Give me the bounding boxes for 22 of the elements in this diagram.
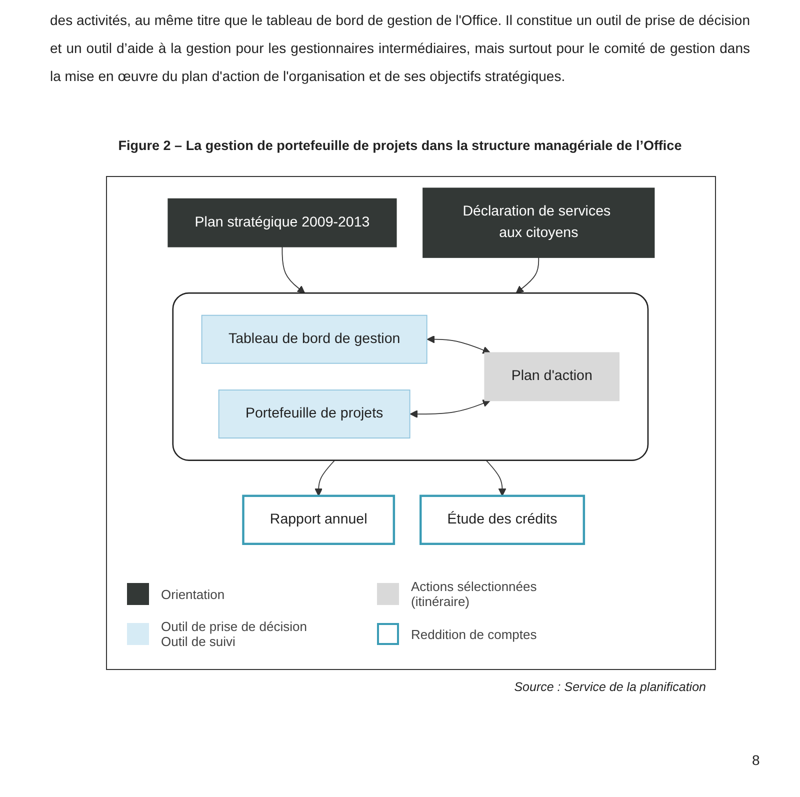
node-box: Rapport annuel [242,494,395,545]
legend-label: Actions sélectionnées (itinéraire) [411,579,538,609]
node-box: Portefeuille de projets [218,390,410,438]
arrow [426,335,490,354]
legend-label: Reddition de comptes [411,626,538,642]
node-box: Plan stratégique 2009-2013 [167,198,397,248]
arrow [516,257,539,294]
page-number: 8 [752,752,760,768]
legend-label: Orientation [161,586,226,602]
arrow [282,246,305,294]
legend-label: Outil de prise de décision Outil de suivi [161,619,308,649]
node-box: Étude des crédits [419,494,585,545]
body-paragraph: des activités, au même titre que le tableau de bord de gestion de l'Office. Il constitue un outil de prise de décision et un outil d’aide à la gestion pour les gestionnaires intermédiaires, mais surtout pour le comité de gestion dans la mise en œuvre du plan d'action de l'organisation et de ses objectifs stratégiques. [50,11,750,86]
arrow [410,400,490,418]
arrow [314,460,335,496]
node-box: Déclaration de services aux citoyens [422,188,655,258]
arrow [486,460,506,496]
figure-title: Figure 2 – La gestion de portefeuille de projets dans la structure managériale de l’Office [117,138,683,153]
node-box: Plan d'action [484,352,620,402]
cluster [172,292,648,461]
node-box: Tableau de bord de gestion [201,314,428,364]
source-caption: Source : Service de la planification [513,680,706,694]
